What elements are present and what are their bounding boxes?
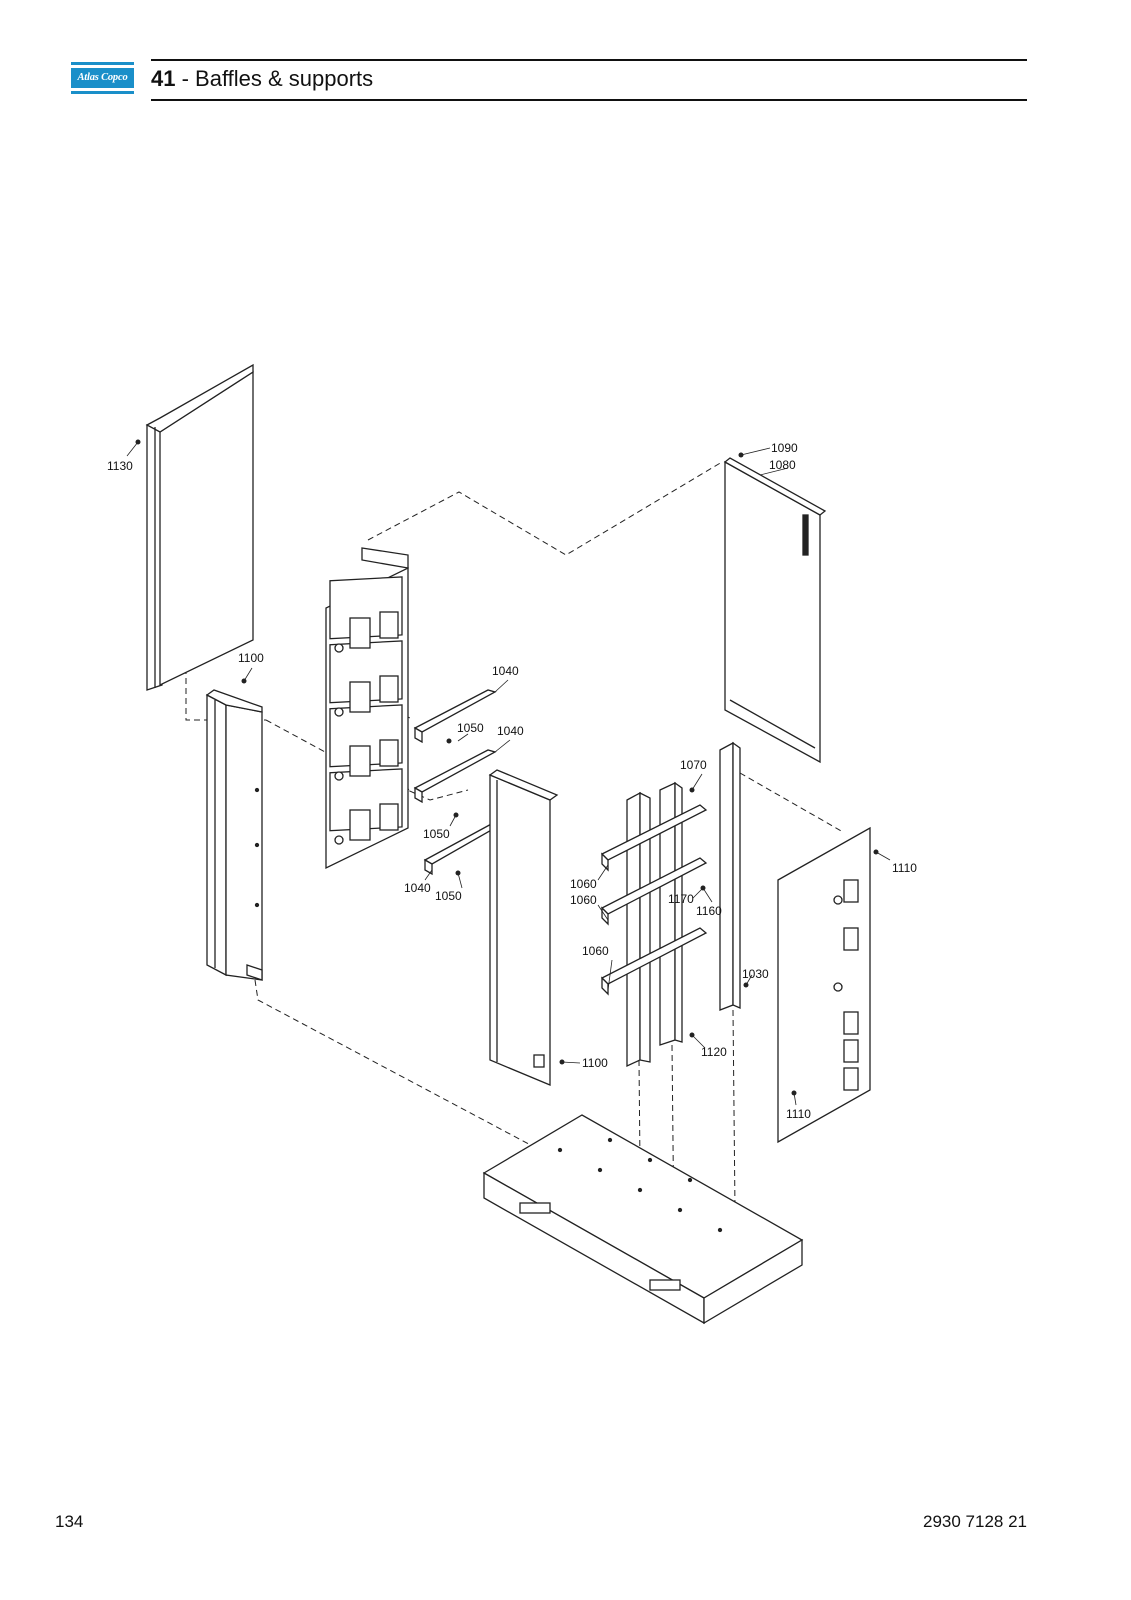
part-1040-brackets (413, 689, 504, 876)
callout-1060-b: 1060 (570, 893, 597, 907)
page-number: 134 (55, 1512, 84, 1531)
callout-1170: 1170 (668, 892, 694, 906)
header-rule-top (151, 59, 1027, 61)
callout-1080: 1080 (769, 458, 796, 472)
callout-1160: 1160 (696, 904, 722, 918)
callout-1100-left: 1100 (238, 651, 264, 665)
part-1100-side-panel (205, 689, 263, 981)
callout-1090: 1090 (771, 441, 798, 455)
logo-bar-top (71, 62, 134, 65)
logo-wordmark: Atlas Copco (71, 68, 134, 88)
callout-1040-top: 1040 (492, 664, 519, 678)
callout-1070: 1070 (680, 758, 707, 772)
callout-1100-right: 1100 (582, 1056, 608, 1070)
callout-1050-middle: 1050 (423, 827, 450, 841)
callout-1060-c: 1060 (582, 944, 609, 958)
callout-1050-bottom: 1050 (435, 889, 462, 903)
callout-1110-top: 1110 (892, 861, 917, 875)
callout-1040-middle: 1040 (497, 724, 524, 738)
leader-lines (126, 441, 891, 1106)
callout-1030: 1030 (742, 967, 769, 981)
chapter-number: 41 (151, 66, 176, 91)
central-back-panel (325, 547, 409, 870)
callout-1040-bottom: 1040 (404, 881, 431, 895)
callout-1060-a: 1060 (570, 877, 597, 891)
callout-1130: 1130 (107, 459, 133, 473)
document-number: 2930 7128 21 (923, 1512, 1027, 1531)
part-1130-baffle (145, 363, 254, 691)
part-vertical-posts (626, 741, 741, 1068)
part-1060-cross-bars (600, 804, 708, 996)
base-frame (482, 1114, 804, 1325)
page-title: 41 - Baffles & supports (151, 63, 373, 95)
atlas-copco-logo: Atlas Copco (71, 62, 134, 94)
callout-1120: 1120 (701, 1045, 727, 1059)
header-rule-bottom (151, 99, 1027, 101)
part-1110-right-panel (777, 826, 871, 1144)
chapter-title: - Baffles & supports (175, 66, 374, 91)
callout-labels: 1130 1100 1040 1050 1040 1050 1040 1050 … (107, 441, 917, 1121)
callout-1050-top: 1050 (457, 721, 484, 735)
callout-1110-bottom: 1110 (786, 1107, 811, 1121)
part-1080-top-panel (723, 457, 827, 764)
logo-bar-bottom (71, 91, 134, 94)
part-1100-middle-panel (488, 769, 559, 1086)
